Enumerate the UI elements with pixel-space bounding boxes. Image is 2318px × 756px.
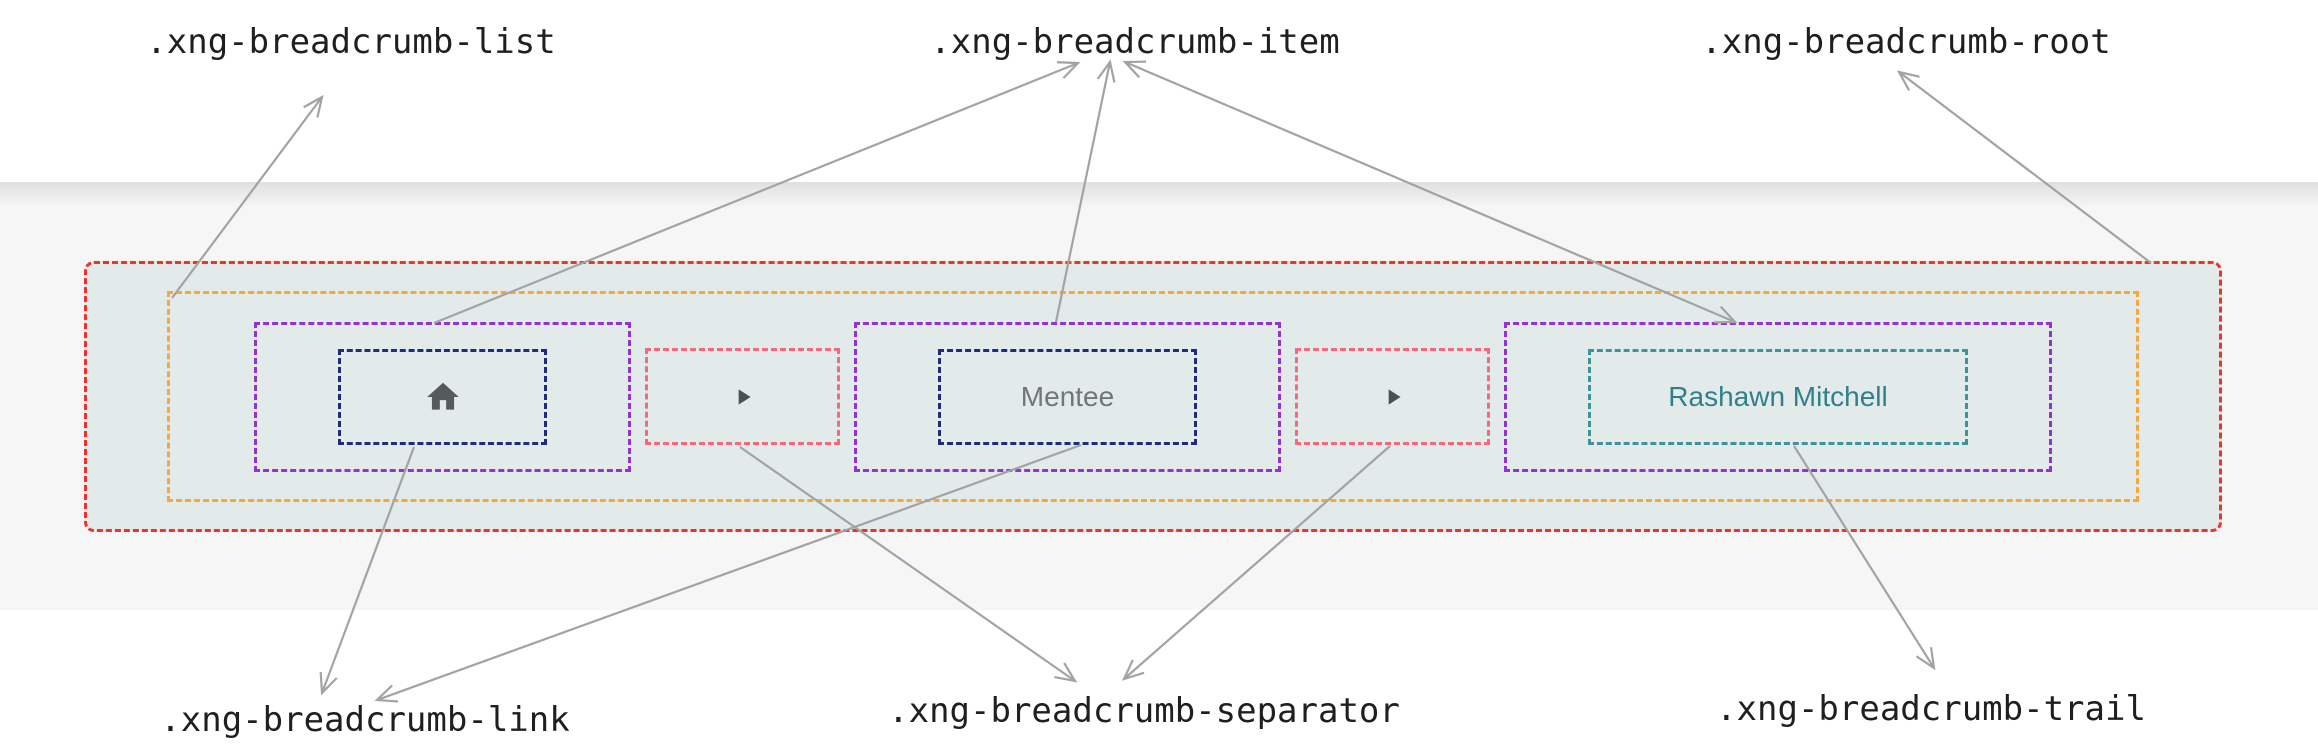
annotation-label-link: .xng-breadcrumb-link <box>160 700 570 740</box>
breadcrumb-item-home <box>254 321 631 472</box>
breadcrumb-separator <box>645 348 840 445</box>
annotation-label-list: .xng-breadcrumb-list <box>146 22 556 62</box>
breadcrumb-home-link[interactable] <box>338 348 547 445</box>
breadcrumb-trail: Rashawn Mitchell <box>1588 348 1968 445</box>
breadcrumb-list: Mentee Rashawn Mitchell <box>167 291 2139 502</box>
home-icon <box>426 382 459 410</box>
annotation-label-trail: .xng-breadcrumb-trail <box>1716 689 2146 729</box>
breadcrumb-root: Mentee Rashawn Mitchell <box>84 261 2222 532</box>
breadcrumb-separator <box>1295 348 1490 445</box>
annotation-label-root: .xng-breadcrumb-root <box>1701 22 2111 62</box>
arrow-right-icon <box>738 388 751 405</box>
breadcrumb-mentee-link[interactable]: Mentee <box>938 348 1197 445</box>
annotation-label-separator: .xng-breadcrumb-separator <box>888 691 1400 731</box>
breadcrumb-item-mentee: Mentee <box>854 321 1281 472</box>
annotation-label-item: .xng-breadcrumb-item <box>930 22 1340 62</box>
arrow-right-icon <box>1388 388 1401 405</box>
breadcrumb-item-current: Rashawn Mitchell <box>1504 321 2052 472</box>
